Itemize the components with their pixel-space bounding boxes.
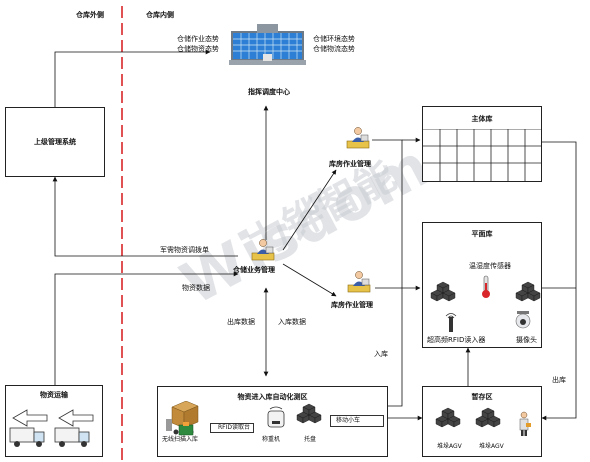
truck-icon-2	[54, 427, 90, 447]
main-store-box: 主体库	[422, 106, 542, 182]
pallet-stack-icon-3	[296, 403, 322, 424]
scanner-icon	[178, 422, 194, 436]
command-center-building-icon	[229, 22, 306, 66]
upper-system-label: 上级管理系统	[34, 138, 76, 146]
thermometer-icon	[482, 275, 490, 298]
ops-top-person-icon	[345, 126, 371, 150]
camera-icon	[515, 311, 531, 329]
mobile-cart-icon	[330, 415, 384, 427]
command-right-line-2: 仓储物流态势	[313, 45, 355, 53]
truck-icon	[9, 427, 45, 447]
ops-bottom-label: 库房作业管理	[331, 301, 373, 309]
temp-area-box: 暂存区 堆垛AGV 堆垛AGV	[422, 386, 542, 457]
temp-area-label: 暂存区	[471, 393, 493, 401]
flat-store-label: 平面库	[471, 230, 493, 238]
upper-system-box: 上级管理系统	[5, 107, 105, 177]
camera-label: 摄像头	[516, 336, 537, 344]
inbound-area-box: 物资进入库自动化测区 无线扫描入库 RFID读取台 称重机 托盘 移动小车	[157, 386, 388, 457]
inbound-item-2-label: RFID读取台	[218, 424, 251, 431]
inbound-area-label: 物资进入库自动化测区	[237, 393, 308, 401]
inbound-item-4-label: 托盘	[304, 436, 317, 443]
flow-outbound-data-label: 出库数据	[227, 318, 255, 326]
rfid-table-icon	[210, 423, 254, 433]
pallet-stack-icon-2	[515, 281, 541, 302]
ops-bottom-person-icon	[346, 270, 372, 294]
flow-dispatch-label: 军需物资调拨单	[160, 246, 209, 254]
command-right-line-1: 仓储环境态势	[313, 35, 355, 43]
zone-inside-label: 仓库内侧	[146, 11, 174, 19]
ops-top-label: 库房作业管理	[329, 160, 371, 168]
temp-humidity-sensor-label: 温湿度传感器	[469, 262, 511, 270]
main-store-label: 主体库	[471, 115, 493, 123]
inbound-item-3-label: 称重机	[262, 436, 281, 443]
zone-outside-label: 仓库外侧	[76, 11, 104, 19]
worker-icon	[519, 411, 531, 436]
main-store-shelf-grid	[423, 129, 541, 181]
agv-label-1: 堆垛AGV	[437, 443, 462, 450]
scale-icon	[267, 406, 285, 428]
inbound-item-1-label: 无线扫描入库	[162, 436, 199, 443]
pallet-stack-icon	[430, 281, 456, 302]
rfid-antenna-icon	[445, 313, 457, 332]
agv-stack-icon-2	[475, 407, 501, 428]
agv-label-2: 堆垛AGV	[479, 443, 504, 450]
rfid-reader-label: 超高频RFID读入器	[427, 336, 486, 344]
agv-stack-icon	[435, 407, 461, 428]
transport-box: 物资运输	[5, 385, 103, 457]
flow-outbound-label: 出库	[552, 376, 566, 384]
flow-material-info-label: 物资数据	[182, 284, 210, 292]
command-left-line-2: 仓储物资态势	[177, 45, 219, 53]
warehouse-mgmt-label: 仓储业务管理	[233, 266, 275, 274]
warehouse-mgmt-person-icon	[250, 238, 276, 262]
flow-inbound-data-label: 入库数据	[278, 318, 306, 326]
flat-store-box: 平面库 温湿度传感器 超高频RFID读入器 摄像头	[422, 222, 542, 348]
command-left-line-1: 仓储作业态势	[177, 35, 219, 43]
flow-inbound-label: 入库	[374, 350, 388, 358]
inbound-item-5-label: 移动小车	[336, 417, 361, 424]
transport-arrows-icon	[12, 409, 94, 427]
transport-label: 物资运输	[40, 391, 68, 399]
command-center-label: 指挥调度中心	[248, 88, 290, 96]
